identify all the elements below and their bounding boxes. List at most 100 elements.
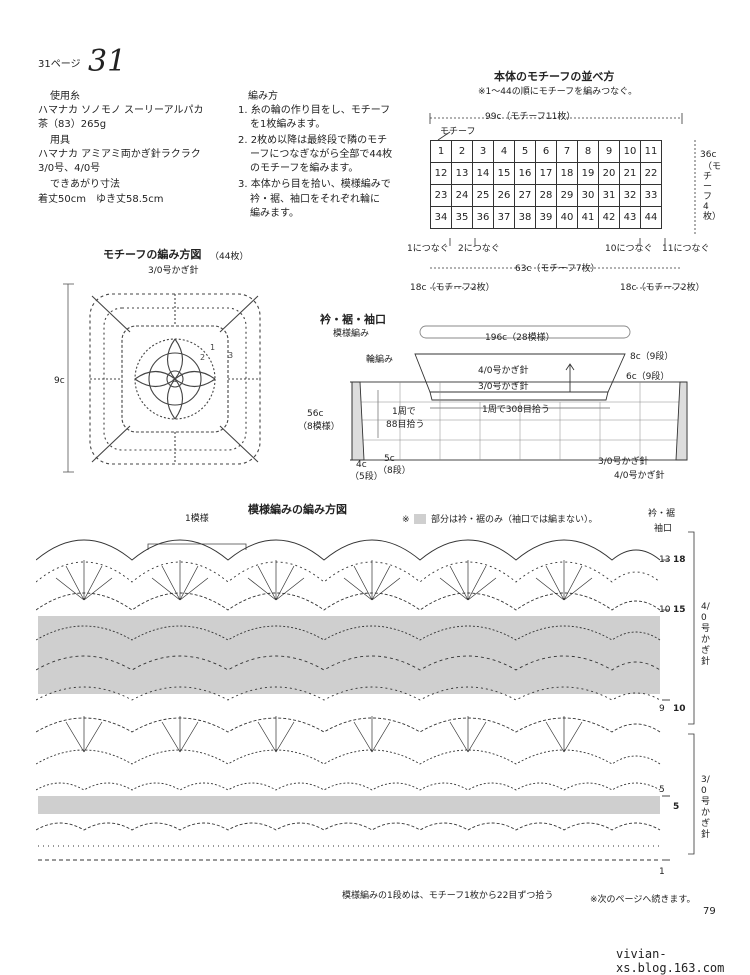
- method-step-3c: 編みます。: [250, 208, 299, 219]
- grid-cell: 16: [514, 162, 536, 185]
- grid-cell: 29: [556, 184, 578, 207]
- collar-wa: 輪編み: [366, 355, 394, 365]
- grid-cell: 34: [430, 206, 452, 229]
- row-number-outer: 13: [659, 555, 671, 565]
- hook-label-3-0: 3/0号かぎ針: [701, 775, 711, 840]
- grid-cell: 11: [640, 140, 662, 163]
- svg-text:2: 2: [200, 353, 205, 362]
- join-2-label: 2につなぐ: [458, 244, 500, 254]
- layout-height-sub: （モチーフ4枚）: [703, 162, 722, 222]
- grid-cell: 41: [577, 206, 599, 229]
- row-number-inner: 18: [673, 555, 686, 565]
- grid-cell: 25: [472, 184, 494, 207]
- collar-sub: 模様編み: [333, 329, 370, 339]
- grid-cell: 2: [451, 140, 473, 163]
- layout-width-label: 99c（モチーフ11枚）: [485, 112, 576, 122]
- method-step-2a: 2. 2枚め以降は最終段で隣のモチ: [238, 135, 388, 146]
- grid-cell: 23: [430, 184, 452, 207]
- pattern-number: 31: [88, 44, 127, 79]
- row-number-outer: 5: [659, 785, 665, 795]
- motif-hook: 3/0号かぎ針: [148, 266, 199, 276]
- grid-cell: 12: [430, 162, 452, 185]
- collar-c5sub: （8段）: [378, 466, 411, 476]
- row-number-inner: 15: [673, 605, 686, 615]
- grid-cell: 6: [535, 140, 557, 163]
- collar-r8: 8c（9段）: [630, 352, 674, 362]
- grid-cell: 19: [577, 162, 599, 185]
- grid-cell: 31: [598, 184, 620, 207]
- row-number-outer: 9: [659, 704, 665, 714]
- collar-left56: 56c: [307, 409, 324, 419]
- grid-cell: 27: [514, 184, 536, 207]
- collar-c4: 4c: [356, 460, 367, 470]
- footer-bar: [0, 938, 750, 970]
- join-11-label: 11につなぐ: [662, 244, 710, 254]
- grid-cell: 33: [640, 184, 662, 207]
- footer-watermark[interactable]: vivian-xs.blog.163.com: [616, 947, 725, 975]
- hook-range-brackets: [688, 531, 695, 855]
- layout-side-right: 18c（モチーフ2枚）: [620, 283, 705, 293]
- layout-side-left: 18c（モチーフ2枚）: [410, 283, 495, 293]
- row-number-outer: 1: [659, 867, 665, 877]
- grid-cell: 44: [640, 206, 662, 229]
- collar-left56sub: （8模様）: [298, 422, 340, 432]
- collar-pick88a: 1周で: [392, 407, 416, 417]
- collar-c4sub: （5段）: [350, 472, 383, 482]
- motif-diagram: a 2 3 1: [63, 283, 261, 473]
- row-number-outer: 10: [659, 605, 671, 615]
- grid-cell: 13: [451, 162, 473, 185]
- collar-pick88b: 88目拾う: [386, 420, 425, 430]
- join-1-label: 1につなぐ: [407, 244, 449, 254]
- method-heading: 編み方: [248, 91, 278, 102]
- grid-cell: 21: [619, 162, 641, 185]
- grid-cell: 30: [577, 184, 599, 207]
- yarn-heading: 使用糸: [50, 91, 80, 102]
- row-number-inner: 10: [673, 704, 686, 714]
- grid-cell: 40: [556, 206, 578, 229]
- grid-cell: 22: [640, 162, 662, 185]
- grid-cell: 17: [535, 162, 557, 185]
- grid-cell: 36: [472, 206, 494, 229]
- grid-cell: 4: [493, 140, 515, 163]
- layout-height-label: 36c: [700, 150, 717, 160]
- tools-line-1: ハマナカ アミアミ両かぎ針ラクラク: [38, 149, 201, 160]
- pattern-note-text: 部分は衿・裾のみ（袖口では編まない）。: [431, 515, 598, 525]
- grid-cell: 32: [619, 184, 641, 207]
- collar-hook4: 4/0号かぎ針: [478, 366, 529, 376]
- tools-heading: 用具: [50, 135, 70, 146]
- grid-cell: 18: [556, 162, 578, 185]
- svg-text:1: 1: [210, 343, 215, 352]
- grid-cell: 3: [472, 140, 494, 163]
- collar-r6: 6c（9段）: [626, 372, 670, 382]
- grid-cell: 5: [514, 140, 536, 163]
- svg-text:3: 3: [228, 351, 233, 360]
- method-step-1a: 1. 糸の輪の作り目をし、モチーフ: [238, 105, 391, 116]
- layout-mid-label: 63c（モチーフ7枚）: [515, 264, 600, 274]
- method-step-2c: のモチーフを編みます。: [250, 163, 359, 174]
- hook-label-4-0: 4/0号かぎ針: [701, 602, 711, 667]
- join-10-label: 10につなぐ: [605, 244, 653, 254]
- next-page-note: ※次のページへ続きます。: [590, 895, 696, 905]
- motif-title: モチーフの編み方図: [103, 248, 202, 261]
- label-cuff: 袖口: [654, 524, 673, 534]
- tools-line-2: 3/0号、4/0号: [38, 163, 101, 174]
- pattern-title: 模様編みの編み方図: [248, 503, 347, 516]
- grid-cell: 20: [598, 162, 620, 185]
- method-step-1b: を1枚編みます。: [250, 119, 326, 130]
- yarn-line-2: 茶（83）265g: [38, 119, 107, 130]
- collar-c5: 5c: [384, 454, 395, 464]
- grid-cell: 14: [472, 162, 494, 185]
- yarn-line-1: ハマナカ ソノモノ スーリーアルパカ: [38, 105, 204, 116]
- grid-cell: 38: [514, 206, 536, 229]
- row-number-inner: 5: [673, 802, 680, 812]
- layout-dimension-lines: [429, 113, 696, 289]
- collar-diagram: [350, 325, 688, 461]
- page-number: 79: [703, 906, 716, 917]
- layout-note: ※1〜44の順にモチーフを編みつなぐ。: [478, 87, 638, 97]
- collar-title: 衿・裾・袖口: [320, 313, 386, 326]
- motif-count: （44枚）: [210, 252, 249, 262]
